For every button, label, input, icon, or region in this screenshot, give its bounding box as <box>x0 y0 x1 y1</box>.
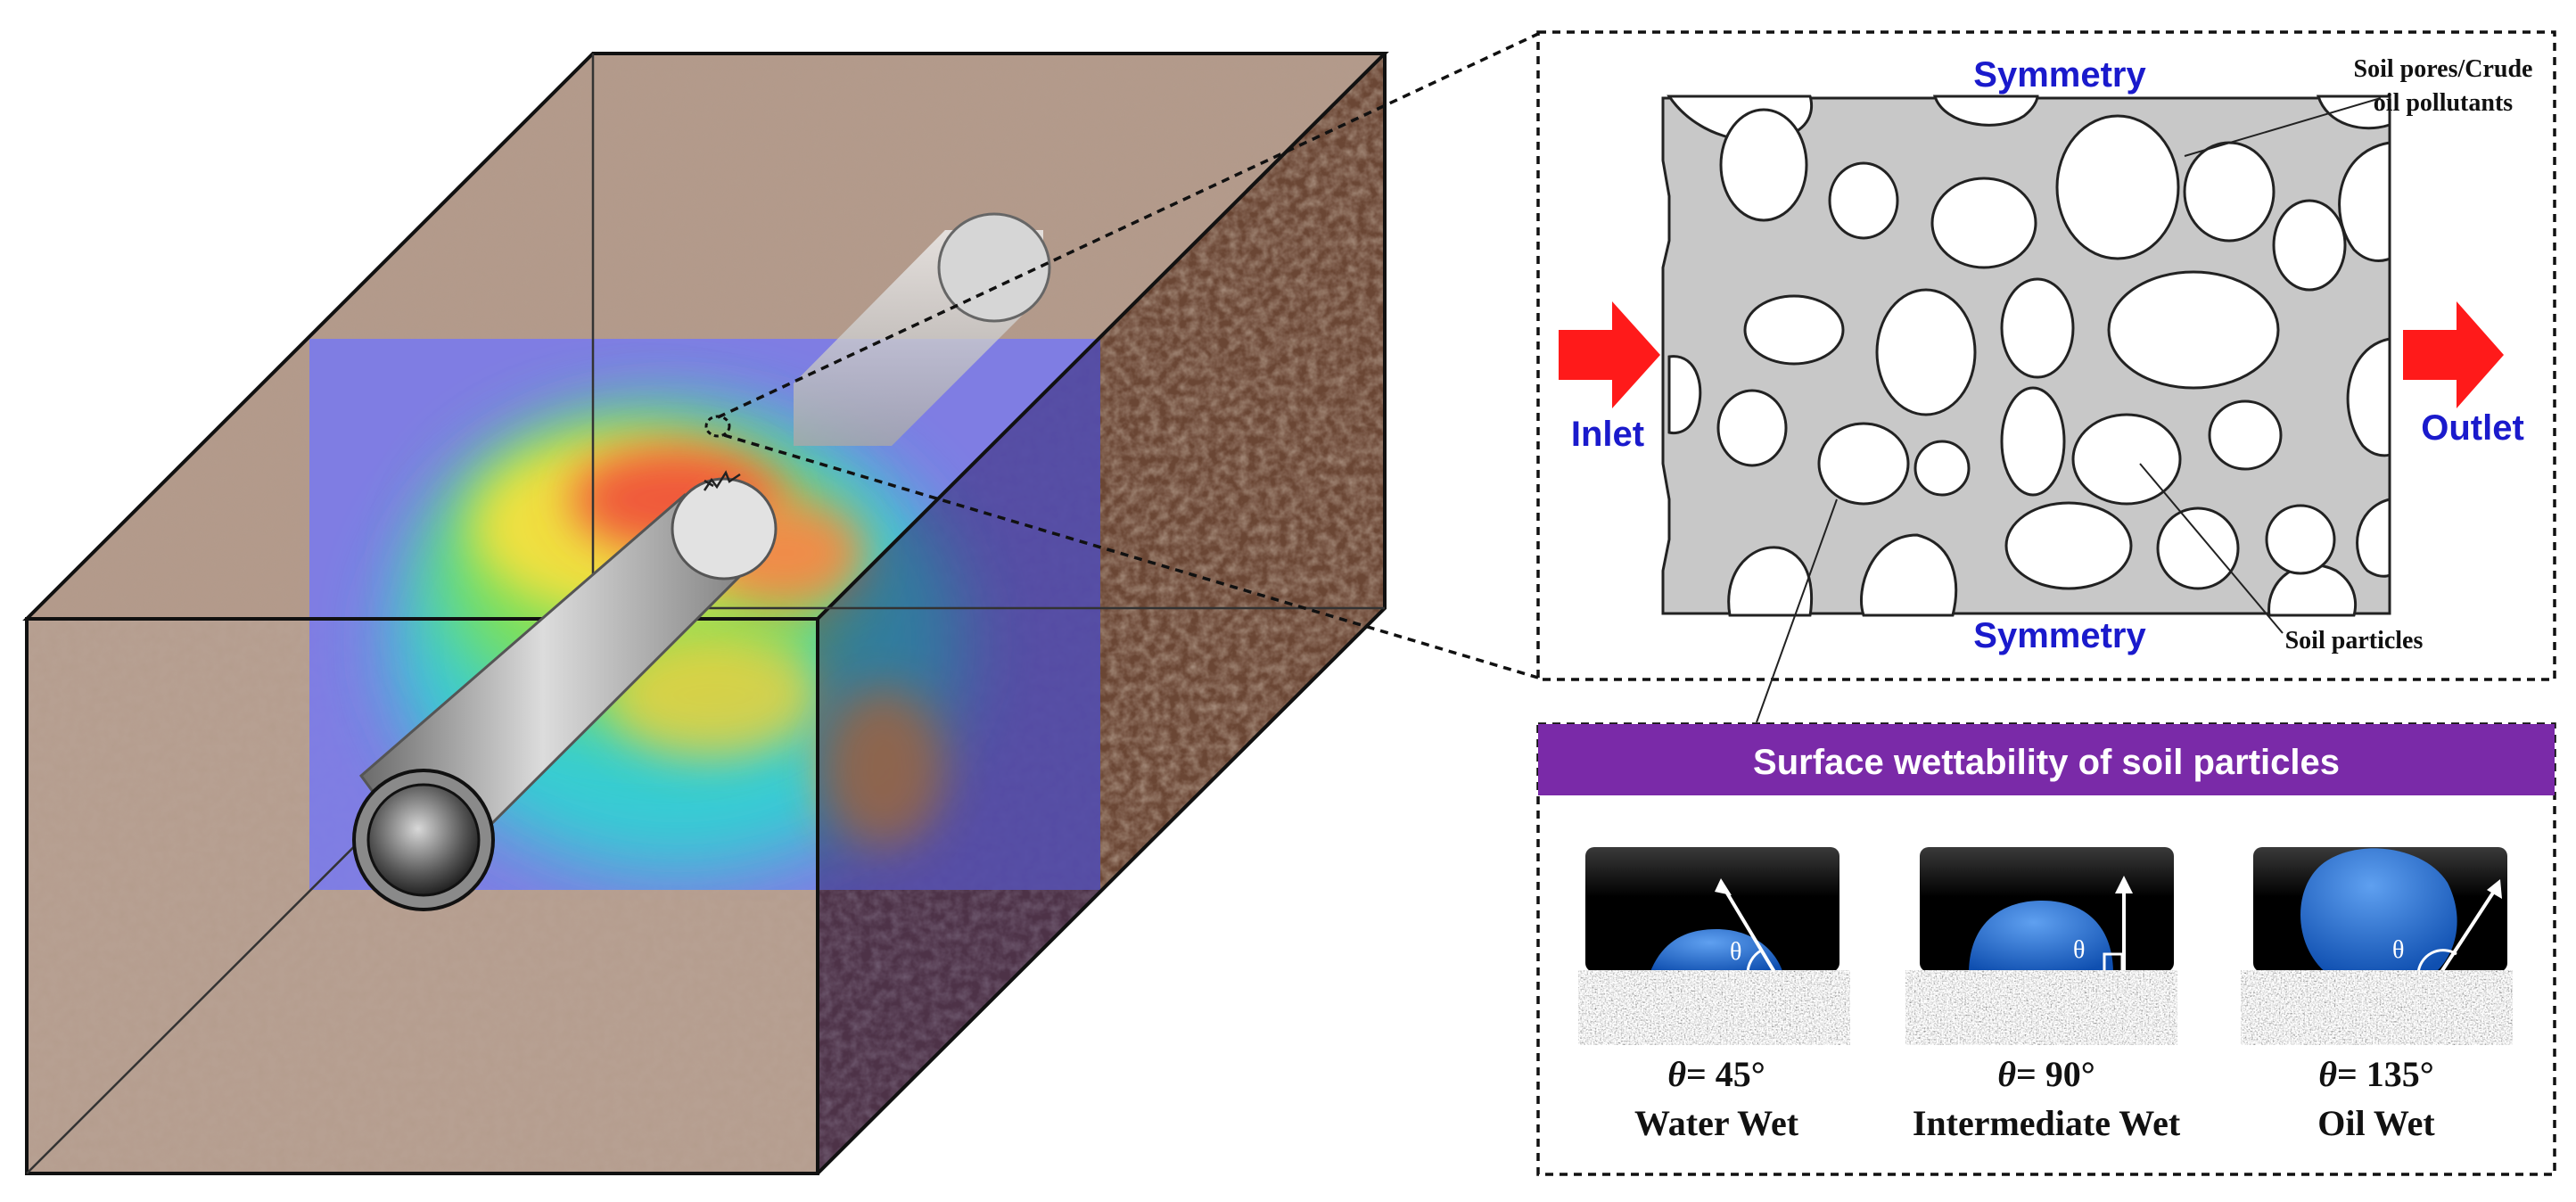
pipeline <box>352 212 1051 911</box>
water-wet-label: Water Wet <box>1634 1103 1799 1143</box>
intermediate-wet-angle: θ= 90° <box>1997 1054 2095 1094</box>
droplet-icon <box>2300 848 2457 974</box>
intermediate-wet-label: Intermediate Wet <box>1913 1103 2181 1143</box>
symmetry-bottom-label: Symmetry <box>1973 616 2146 655</box>
particle-to-wettability-leader <box>1756 498 1838 723</box>
svg-text:θ: θ <box>1730 938 1741 966</box>
oil-wet-photo: θ <box>2241 847 2513 1045</box>
symmetry-top-label: Symmetry <box>1973 55 2146 95</box>
svg-text:θ: θ <box>2073 936 2085 964</box>
wettability-banner <box>1538 724 2555 795</box>
particles-callout-leader <box>2139 463 2284 634</box>
particles-callout: Soil particles <box>2285 627 2424 655</box>
water-wet-photo: θ <box>1578 847 1850 1045</box>
zoom-indicator <box>704 32 1539 679</box>
pores-callout-line2: oil pollutants <box>2374 89 2513 117</box>
oil-wet-angle: θ= 135° <box>2318 1054 2434 1094</box>
pores-callout-leader <box>2184 97 2382 157</box>
intermediate-wet-photo: θ <box>1905 847 2177 1045</box>
svg-text:θ: θ <box>2392 936 2404 964</box>
wettability-title: Surface wettability of soil particles <box>1753 743 2340 782</box>
inlet-arrow-icon <box>1559 301 1660 408</box>
water-wet-angle: θ= 45° <box>1667 1054 1765 1094</box>
inlet-label: Inlet <box>1571 415 1644 454</box>
droplet-icon <box>1969 901 2113 974</box>
leak-crack-icon <box>703 470 741 491</box>
outlet-label: Outlet <box>2421 408 2524 448</box>
pore-scale-panel: Symmetry Symmetry Inlet Outlet Soil pore… <box>1536 30 2556 681</box>
pores-callout-line1: Soil pores/Crude <box>2354 55 2533 83</box>
porous-medium <box>1661 95 2391 617</box>
wettability-panel: Surface wettability of soil particles θ … <box>1536 722 2556 1176</box>
oil-wet-label: Oil Wet <box>2317 1103 2435 1143</box>
outlet-arrow-icon <box>2403 301 2504 408</box>
